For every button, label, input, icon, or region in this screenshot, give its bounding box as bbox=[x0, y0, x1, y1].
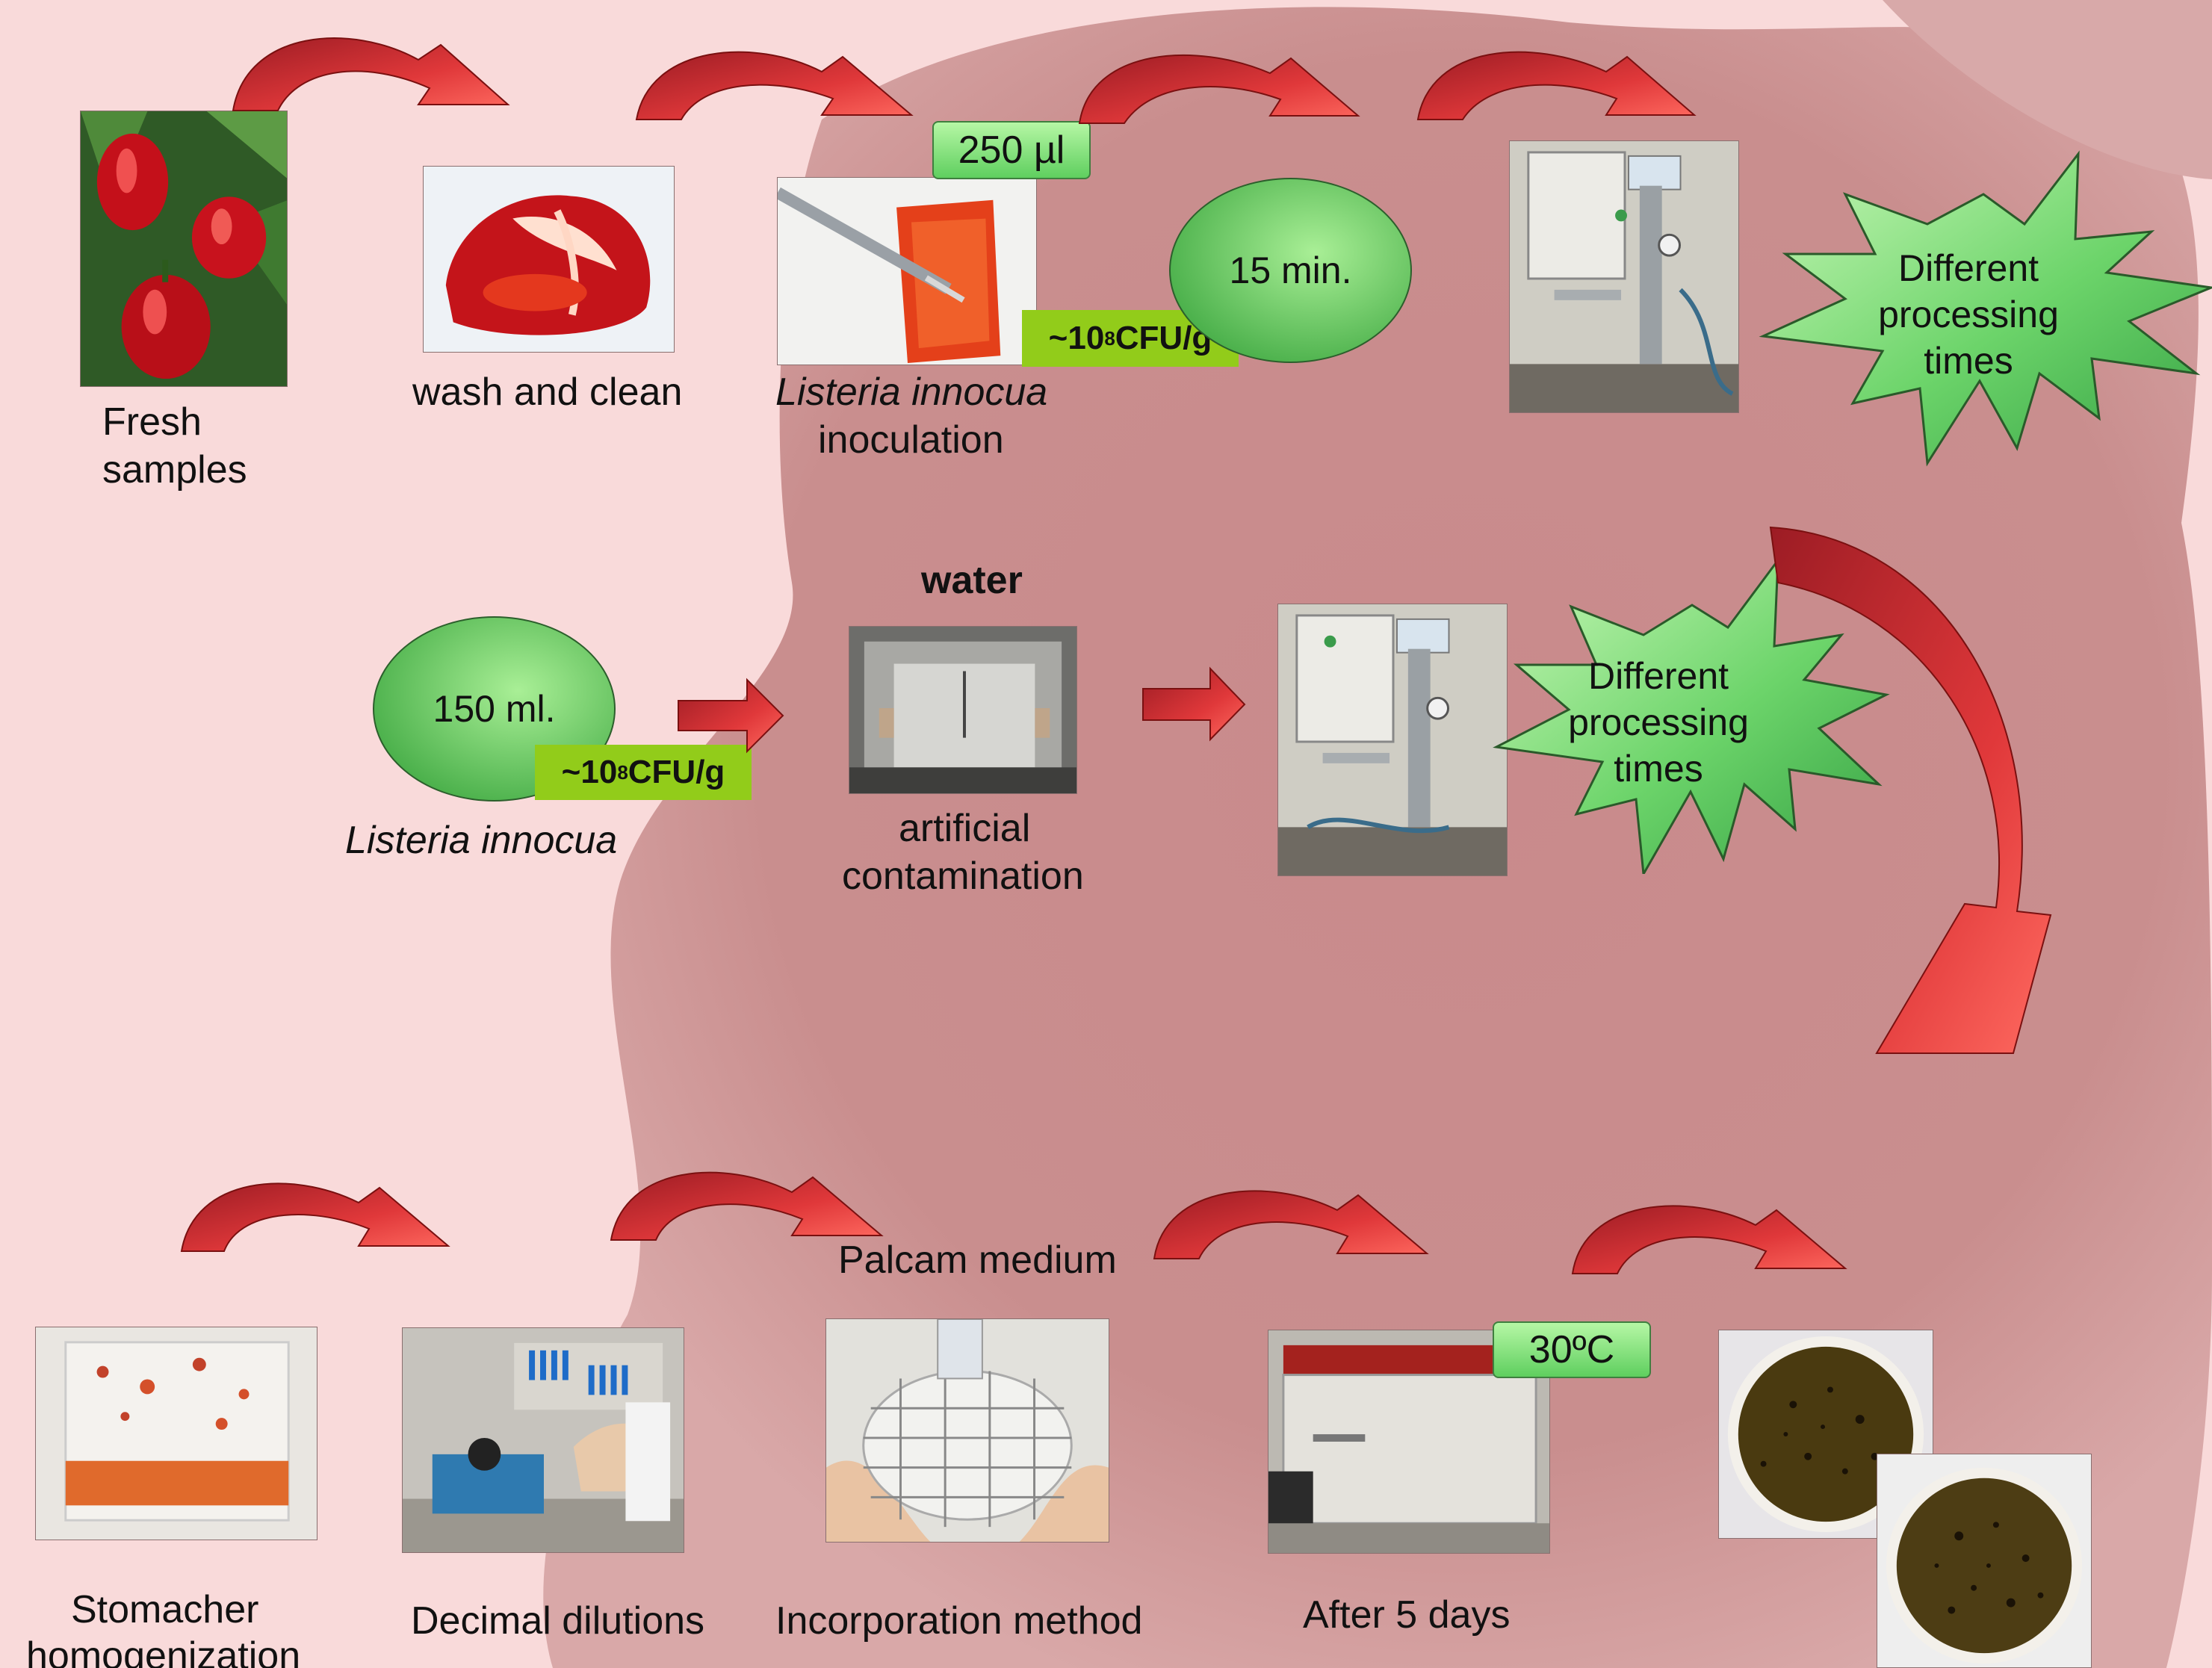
straight-arrow-1 bbox=[678, 680, 783, 751]
straight-arrow-2 bbox=[1143, 669, 1245, 740]
curved-arrow-6 bbox=[611, 1173, 882, 1240]
curved-arrow-2 bbox=[636, 52, 911, 120]
curved-arrow-7 bbox=[1154, 1191, 1427, 1259]
curved-arrow-1 bbox=[233, 38, 508, 111]
curved-arrow-3 bbox=[1079, 55, 1358, 123]
curved-arrow-5 bbox=[182, 1183, 448, 1251]
curved-arrow-4 bbox=[1418, 52, 1694, 120]
curved-arrow-8 bbox=[1573, 1206, 1845, 1274]
down-curved-arrow bbox=[1770, 527, 2051, 1053]
